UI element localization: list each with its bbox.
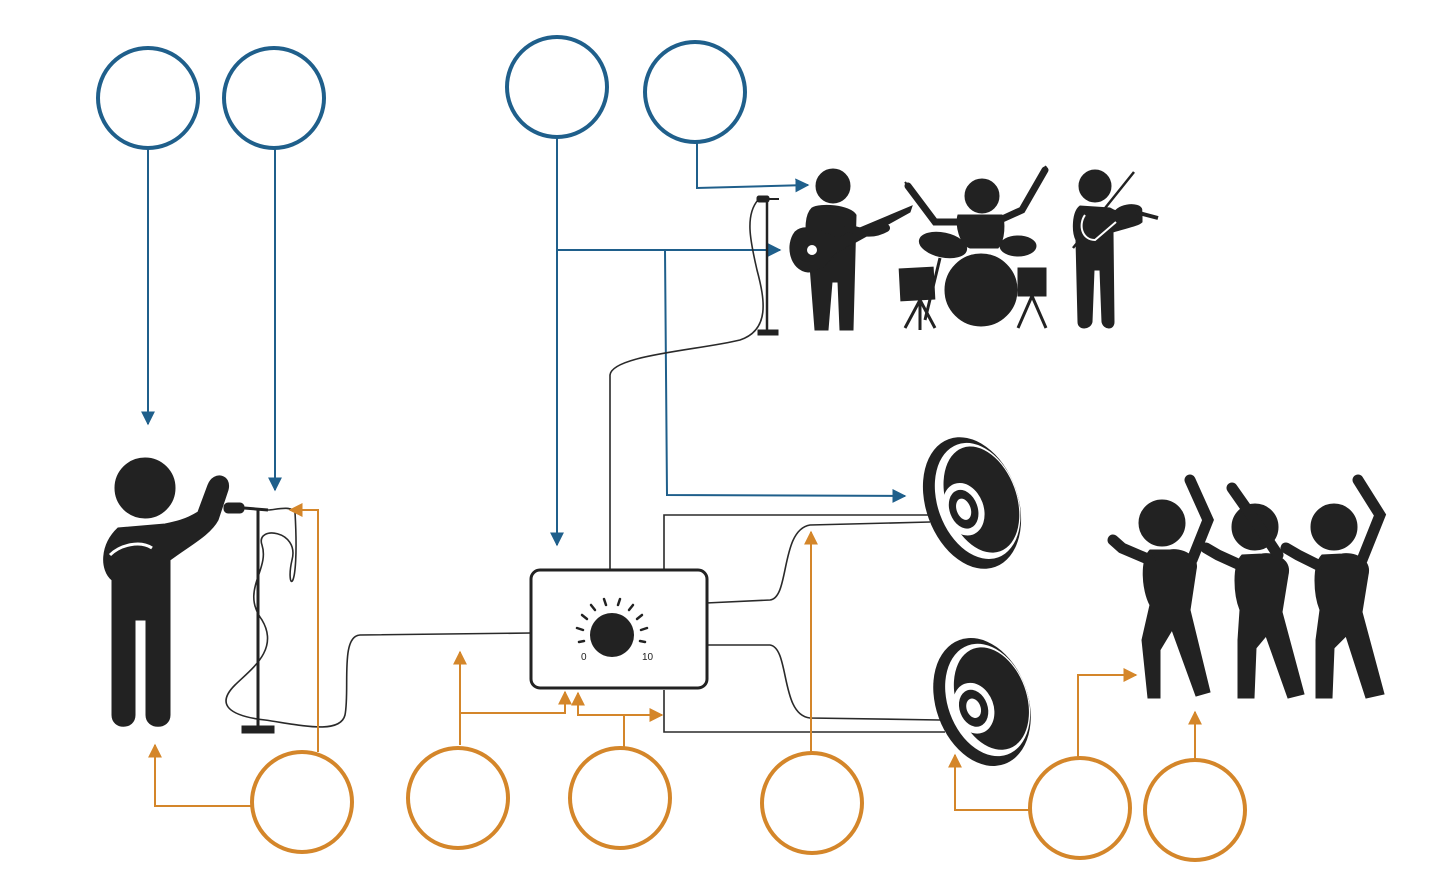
- orange-node-6[interactable]: [1143, 758, 1247, 862]
- singer-icon: [103, 457, 230, 727]
- band-microphone-stand-icon: [756, 195, 779, 336]
- violinist-icon: [1072, 169, 1159, 329]
- orange-arrow-to-dancers: [1077, 668, 1138, 758]
- mixer-to-speaker-top: [705, 521, 931, 604]
- dancer-2: [1200, 482, 1305, 699]
- band-mic-cable: [609, 199, 764, 570]
- blue-node-3[interactable]: [505, 35, 609, 139]
- orange-node-5[interactable]: [1028, 756, 1132, 860]
- blue-node-4[interactable]: [643, 40, 747, 144]
- blue-connectors: [141, 137, 907, 547]
- volume-dial[interactable]: [575, 597, 649, 657]
- cables: [225, 199, 945, 733]
- orange-node-4[interactable]: [760, 751, 864, 855]
- speaker-bottom-feed: [663, 690, 945, 733]
- singer-mic-cable: [225, 507, 532, 728]
- dancer-1: [1107, 474, 1214, 699]
- dancers-icon: [1107, 474, 1387, 699]
- guitarist-icon: [789, 168, 913, 331]
- orange-node-2[interactable]: [406, 746, 510, 850]
- speaker-icon: [922, 437, 1022, 569]
- blue-arrow-to-guitarist: [696, 143, 810, 193]
- orange-node-3[interactable]: [568, 746, 672, 850]
- speaker-icon: [933, 638, 1031, 766]
- dial-max-label: 10: [642, 652, 654, 663]
- mixer-to-speaker-bottom: [706, 644, 941, 721]
- dancer-3: [1280, 474, 1387, 699]
- blue-arrow-to-speaker: [664, 249, 907, 503]
- blue-node-2[interactable]: [222, 46, 326, 150]
- orange-connectors: [148, 503, 1202, 811]
- drummer-icon: [898, 165, 1049, 330]
- blue-node-1[interactable]: [96, 46, 200, 150]
- speaker-top-feed: [663, 514, 930, 570]
- orange-node-1[interactable]: [250, 750, 354, 854]
- microphone-stand-icon: [223, 502, 275, 734]
- blue-nodes: [96, 35, 747, 150]
- orange-arrow-to-speaker: [948, 753, 1030, 811]
- mixer-icon: 0 10: [529, 568, 709, 690]
- orange-arrow-to-mixer-a: [460, 690, 572, 714]
- orange-arrow-to-mixer-b: [571, 691, 625, 748]
- dial-min-label: 0: [581, 652, 587, 663]
- orange-arrow-to-singer: [148, 743, 252, 807]
- orange-nodes: [250, 746, 1247, 862]
- orange-arrow-to-mic: [288, 503, 319, 752]
